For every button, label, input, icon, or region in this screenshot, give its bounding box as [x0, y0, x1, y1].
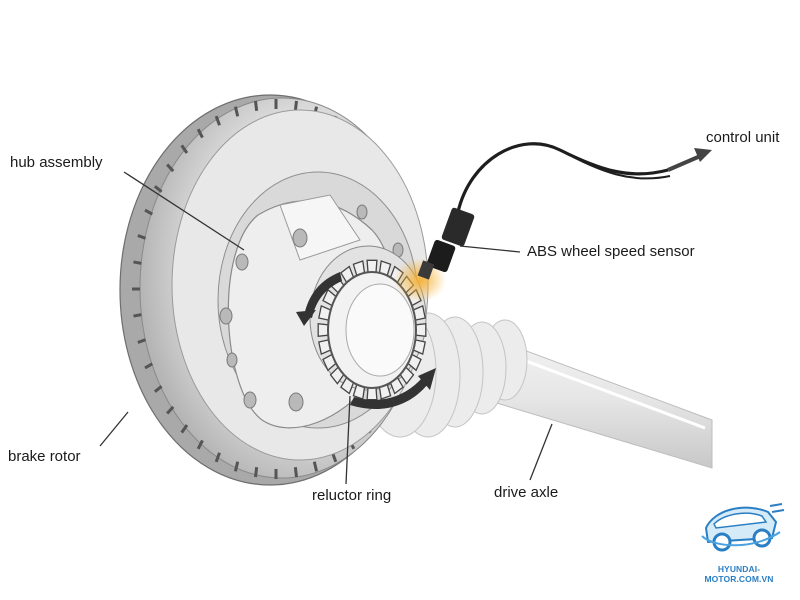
leader-reluctor-ring	[345, 395, 351, 485]
rotor-vent	[233, 461, 240, 472]
leader-brake-rotor	[99, 411, 129, 447]
leader-lines	[99, 171, 553, 485]
rotor-vent	[137, 338, 147, 344]
reluctor-ring	[317, 259, 427, 401]
rotor-vent	[293, 466, 298, 478]
rotor-vent	[166, 405, 175, 415]
rotor-vent	[293, 100, 298, 112]
control-unit-arrow	[667, 148, 712, 172]
label-control-unit: control unit	[706, 129, 780, 146]
rotor-vent	[153, 385, 163, 393]
label-drive-axle: drive axle	[494, 484, 559, 501]
rotor-vent	[180, 144, 189, 154]
rotor-vent	[214, 452, 221, 463]
car-logo-icon	[701, 503, 785, 552]
rotor-vent	[133, 260, 142, 265]
abs-wheel-speed-sensor	[417, 142, 671, 280]
rotor-vent	[180, 424, 189, 434]
rotation-arrows	[296, 272, 436, 409]
rotor-vent	[137, 234, 147, 240]
rotor-vent	[144, 362, 154, 370]
rotor-vent	[196, 439, 204, 450]
lug-holes	[219, 204, 404, 412]
sensor-glow	[394, 258, 446, 302]
reluctor-tooth	[317, 322, 329, 338]
rotor-vent	[312, 461, 319, 472]
rotor-vent	[214, 115, 221, 126]
rotor-vent	[254, 466, 259, 478]
label-brake-rotor: brake rotor	[8, 448, 81, 465]
rotor-vent	[166, 163, 175, 173]
rotor-vent	[153, 185, 163, 193]
rotor-vent	[144, 208, 154, 216]
rotor-vent	[254, 100, 259, 112]
rotor-vent	[233, 106, 240, 117]
label-abs-wheel-speed-sensor: ABS wheel speed sensor	[527, 243, 695, 260]
reluctor-tooth	[366, 259, 378, 273]
reluctor-tooth	[415, 322, 427, 338]
watermark: HYUNDAI-MOTOR.COM.VN	[684, 488, 794, 588]
leader-drive-axle	[529, 423, 553, 481]
label-reluctor-ring: reluctor ring	[312, 487, 392, 504]
watermark-text: HYUNDAI-MOTOR.COM.VN	[704, 564, 774, 584]
reluctor-tooth	[366, 387, 378, 401]
label-hub-assembly: hub assembly	[10, 154, 103, 171]
leader-abs-sensor	[459, 245, 521, 253]
leader-hub-assembly	[123, 171, 245, 251]
rotor-vent	[133, 313, 142, 318]
rotor-vent	[196, 128, 204, 139]
